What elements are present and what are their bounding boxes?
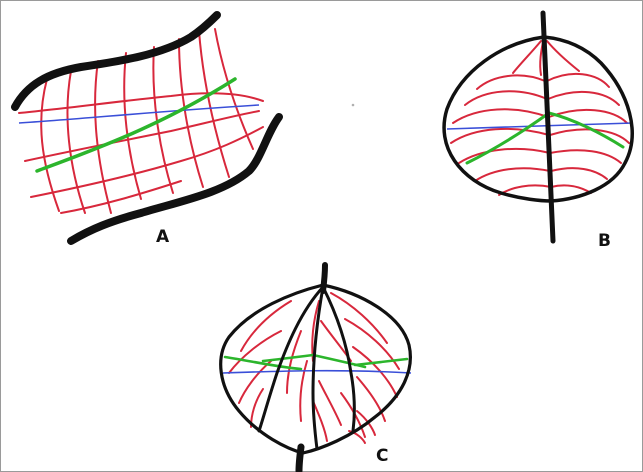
figure-c-stem-top — [320, 262, 328, 294]
figure-b-midrib — [540, 10, 556, 244]
figure-a-label: A — [156, 227, 170, 247]
figure-c-green-2 — [261, 353, 315, 363]
figure-b-label: B — [598, 231, 611, 251]
figure-c-label: C — [376, 446, 389, 466]
figure-a-green-line — [35, 77, 237, 173]
figure-c — [219, 262, 412, 472]
figure-b-green-right — [547, 111, 625, 149]
speck — [351, 103, 355, 107]
figure-a — [11, 11, 283, 245]
figure-a-bottom-edge — [67, 113, 283, 245]
figure-a-top-edge — [11, 11, 221, 111]
figure-a-blue-line — [18, 104, 260, 124]
figure-c-primary-veins — [257, 285, 356, 451]
figure-b — [442, 10, 634, 244]
figure-c-stem-bottom — [295, 443, 305, 472]
figure-b-green-left — [465, 111, 551, 165]
figure-c-green-3 — [311, 353, 367, 369]
figure-c-green-1 — [223, 355, 303, 371]
figure-c-green-4 — [353, 357, 409, 367]
figure-b-veins — [450, 36, 630, 196]
figure-b-blue-line — [446, 122, 634, 130]
